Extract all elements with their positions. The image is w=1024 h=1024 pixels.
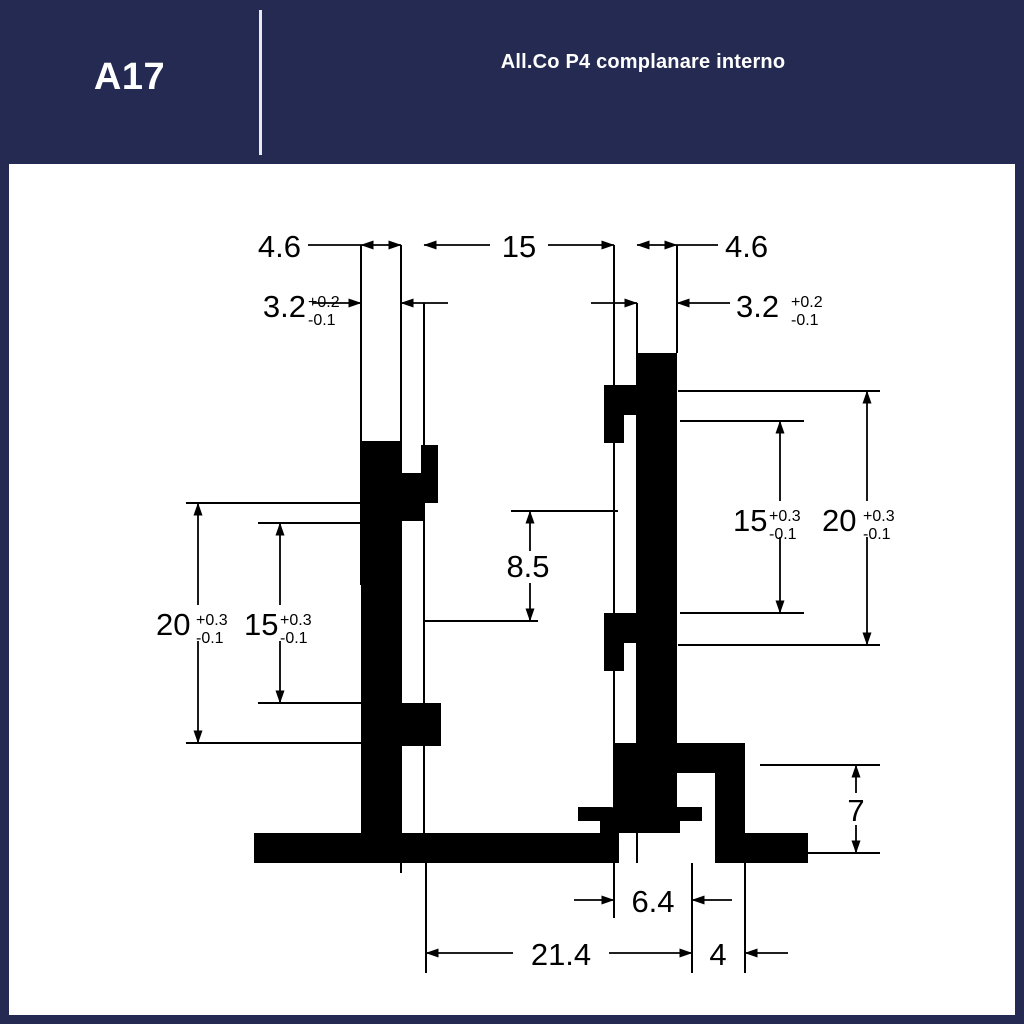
dim-top-left-4-6: 4.6 (258, 229, 301, 264)
dim-top-right-3-2-tol-upper: +0.2 (791, 294, 823, 311)
dim-top-right-3-2: 3.2 (736, 289, 779, 324)
dim-top-right-3-2-tol-lower: -0.1 (791, 312, 819, 329)
left-profile-mid-shelf (401, 503, 424, 521)
dim-right-7: 7 (847, 793, 864, 828)
dim-top-left-3-2: 3.2 (263, 289, 306, 324)
dim-right-20-tol-lower: -0.1 (863, 526, 891, 543)
right-step-top (614, 743, 745, 773)
hook-right (662, 807, 702, 833)
dim-left-15: 15 (244, 607, 278, 642)
right-step-foot (715, 833, 808, 863)
dim-right-15-tol-lower: -0.1 (769, 526, 797, 543)
dim-bottom-4: 4 (709, 937, 726, 972)
right-mid-h-riser (604, 613, 624, 671)
hook-left (578, 807, 618, 833)
dim-top-left-3-2-tol-upper: +0.2 (308, 294, 340, 311)
dim-bottom-21-4: 21.4 (531, 937, 591, 972)
dim-top-left-3-2-tol-lower: -0.1 (308, 312, 336, 329)
dim-right-20-mask (820, 501, 920, 537)
right-lower-web (614, 773, 677, 833)
dimension-labels: 4.6 3.2 +0.2 -0.1 15 15 4.6 3.2 +0.2 -0.… (153, 229, 920, 972)
drawing-frame: 4.6 3.2 +0.2 -0.1 15 15 4.6 3.2 +0.2 -0.… (0, 155, 1024, 1024)
dim-bottom-6-4: 6.4 (631, 884, 674, 919)
title-header: A17 All.Co P4 complanare interno (0, 0, 1024, 155)
left-lower-f-riser (414, 703, 441, 746)
dim-right-20: 20 (822, 503, 856, 538)
dim-left-15-tol-upper: +0.3 (280, 612, 312, 629)
dim-left-20-mask (153, 605, 253, 641)
right-stem-solid (637, 353, 677, 773)
dim-right-15-tol-upper: +0.3 (769, 508, 801, 525)
right-upper-h-riser (604, 385, 624, 443)
dim-right-15: 15 (733, 503, 767, 538)
dim-right-20-tol-upper: +0.3 (863, 508, 895, 525)
dim-bottom-21-4-mask (513, 933, 609, 963)
dim-left-20: 20 (156, 607, 190, 642)
dim-top-right-4-6: 4.6 (725, 229, 768, 264)
drawing-area: 4.6 3.2 +0.2 -0.1 15 15 4.6 3.2 +0.2 -0.… (18, 173, 1024, 1024)
dim-left-20-tol-upper: +0.3 (196, 612, 228, 629)
dimension-lines (193, 240, 872, 958)
profile-solids (254, 353, 808, 863)
dim-left-15-mask (240, 605, 336, 641)
dim-center-8-5: 8.5 (506, 549, 549, 584)
page-title: All.Co P4 complanare interno (500, 51, 786, 73)
left-upper-h-riser (421, 445, 438, 503)
dim-right-15-mask (730, 501, 826, 537)
dim-right-7-mask (838, 793, 878, 825)
dim-left-15-tol-lower: -0.1 (280, 630, 308, 647)
profile-code: A17 (93, 56, 166, 98)
dim-top-15-mask (490, 235, 548, 257)
left-stem-solid (361, 441, 401, 863)
section-drawing: 4.6 3.2 +0.2 -0.1 15 15 4.6 3.2 +0.2 -0.… (153, 229, 920, 973)
header-divider (259, 10, 262, 155)
dim-center-8-5-mask (488, 551, 568, 583)
base-rail-solid (254, 833, 619, 863)
base-channel-hooks (578, 807, 702, 833)
dim-left-20-tol-lower: -0.1 (196, 630, 224, 647)
dim-top-center-15-text: 15 (502, 229, 536, 264)
